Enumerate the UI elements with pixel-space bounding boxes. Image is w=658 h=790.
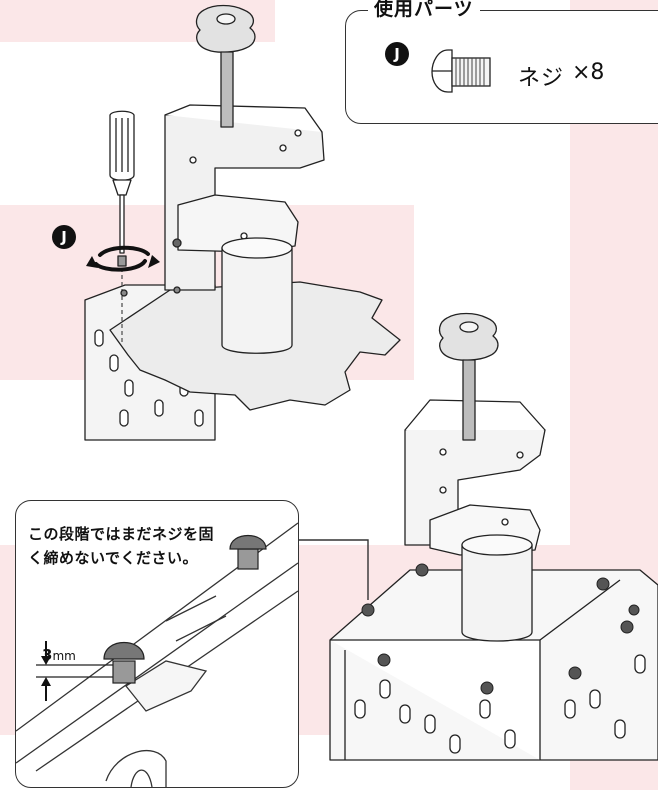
step-badge: J — [52, 225, 76, 249]
dimension-label: 3mm — [42, 646, 76, 664]
note-box — [15, 500, 299, 788]
note-text: この段階ではまだネジを固く締めないでください。 — [28, 525, 215, 567]
screw-count: ×8 — [572, 60, 605, 85]
dimension-value: 3 — [42, 646, 53, 664]
note-illustration — [16, 522, 298, 787]
rotation-arrow-icon — [94, 245, 150, 272]
screwdriver-icon — [109, 110, 135, 254]
parts-badge: J — [385, 42, 409, 66]
dimension-unit: mm — [52, 649, 76, 663]
parts-box — [345, 10, 658, 124]
parts-title: 使用パーツ — [368, 0, 480, 21]
screw-name: ネジ — [518, 66, 565, 91]
